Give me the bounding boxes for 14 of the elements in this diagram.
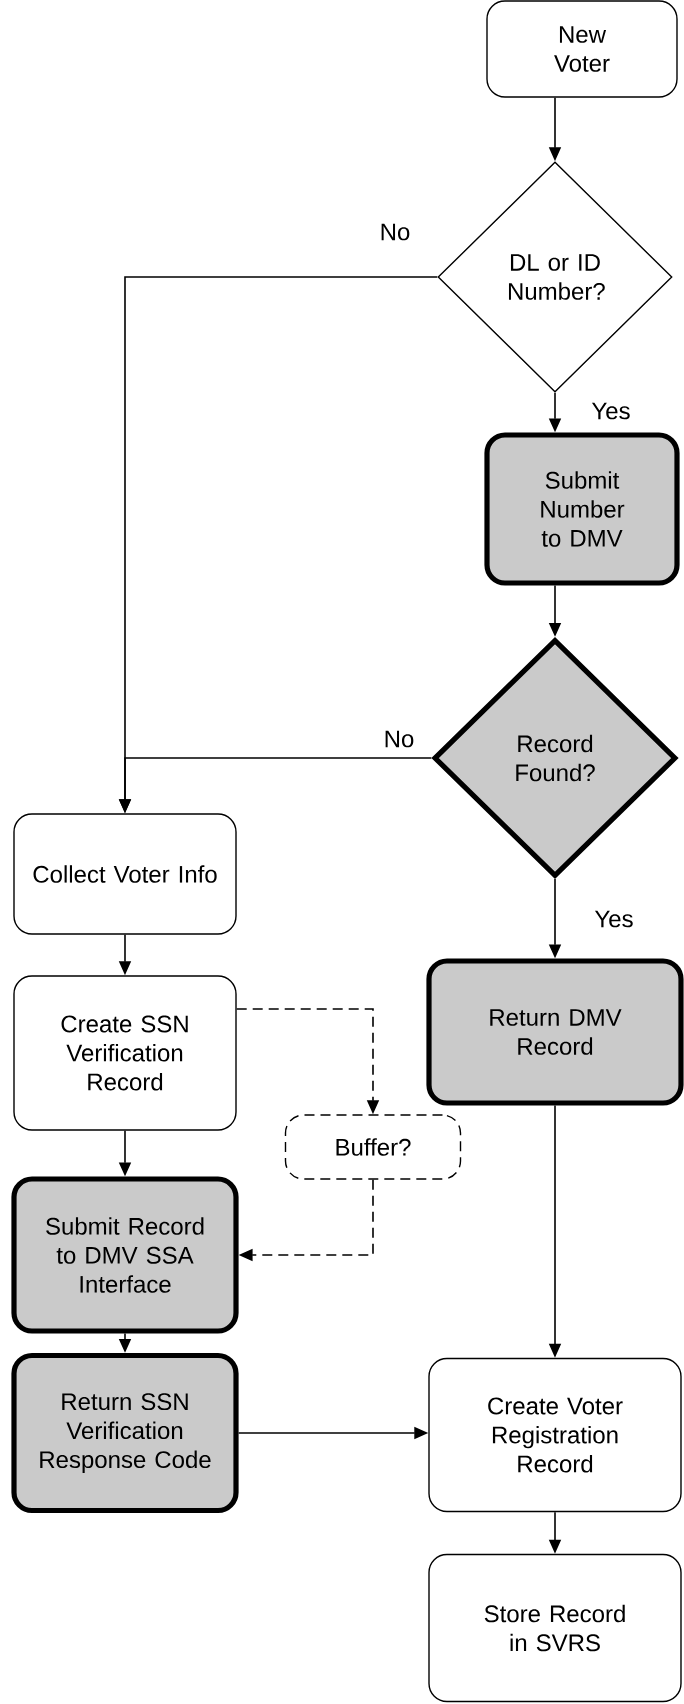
edge-label: Yes <box>589 400 633 422</box>
edge-label: No <box>381 728 417 750</box>
edge-label: No <box>377 221 413 243</box>
process-box: Submit Number to DMV <box>484 432 680 586</box>
end-box: Store Record in SVRS <box>428 1553 682 1703</box>
process-box: Submit Record to DMV SSA Interface <box>11 1176 239 1334</box>
process-box: Create Voter Registration Record <box>428 1357 682 1513</box>
process-box: Create SSN Verification Record <box>13 975 237 1131</box>
process-box: Return DMV Record <box>426 958 684 1106</box>
start-box: New Voter <box>486 0 678 98</box>
process-box: Collect Voter Info <box>13 813 237 935</box>
edge-label: Yes <box>592 908 636 930</box>
buffer-box: Buffer? <box>284 1114 462 1180</box>
process-box: Return SSN Verification Response Code <box>11 1352 239 1514</box>
